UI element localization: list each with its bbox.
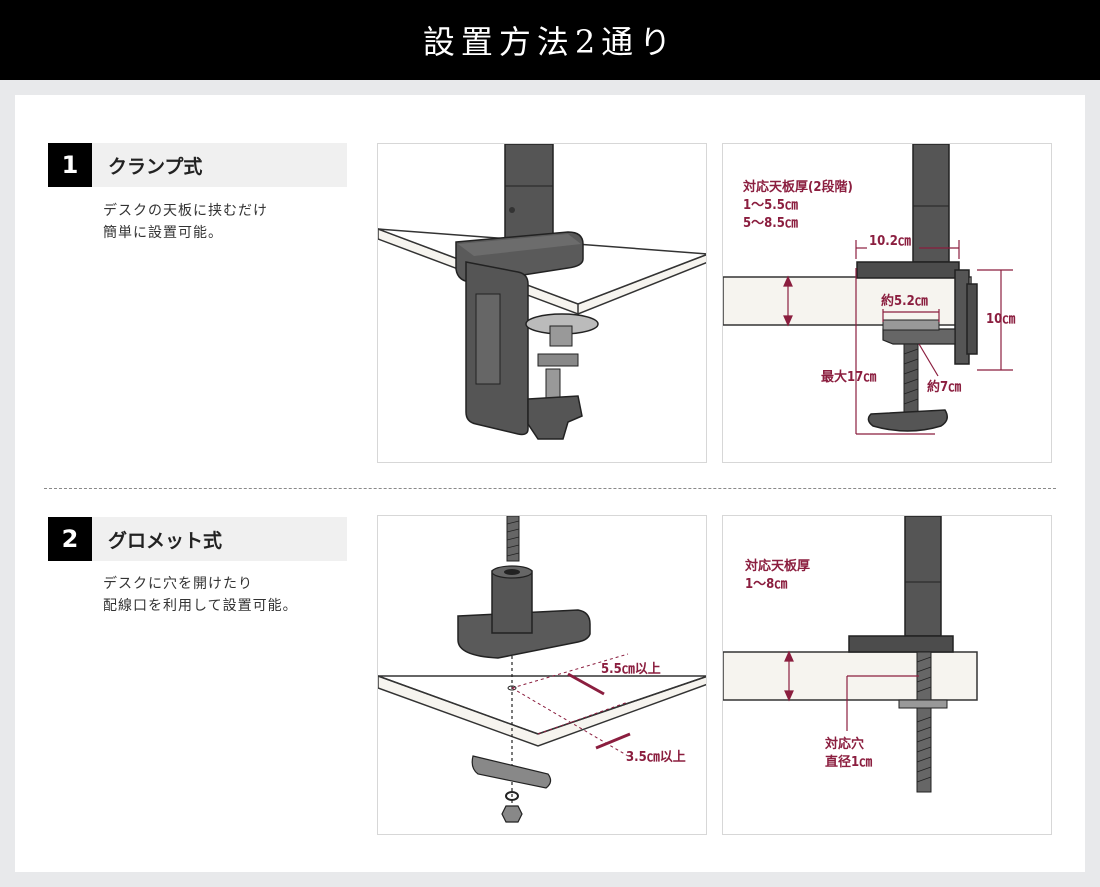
grommet-hole-title: 対応穴: [825, 737, 865, 752]
grommet-hole-size: 直径1㎝: [825, 755, 873, 770]
clamp-max-depth: 最大17㎝: [821, 370, 877, 385]
grommet-distance-side: 5.5㎝以上: [601, 662, 661, 677]
section-2-label: 2 グロメット式: [48, 517, 347, 561]
clamp-plate-width: 10.2㎝: [869, 234, 911, 249]
section-2-number: 2: [48, 517, 92, 561]
clamp-screw-length: 約7㎝: [927, 380, 962, 395]
clamp-illustration: [377, 143, 707, 463]
section-divider: [44, 488, 1056, 489]
page-title: 設置方法2通り: [422, 23, 678, 61]
grommet-distance-front: 3.5㎝以上: [626, 750, 686, 765]
section-2-desc-line2: 配線口を利用して設置可能。: [103, 598, 298, 614]
section-2-description: デスクに穴を開けたり 配線口を利用して設置可能。: [103, 573, 298, 617]
section-1-title: クランプ式: [108, 155, 203, 178]
section-1-label: 1 クランプ式: [48, 143, 347, 187]
section-2-title: グロメット式: [108, 529, 223, 552]
section-1-number: 1: [48, 143, 92, 187]
clamp-dimension-diagram: 対応天板厚(2段階) 1～5.5㎝ 5～8.5㎝ 10.2㎝ 約5.2㎝ 10㎝…: [722, 143, 1052, 463]
section-2-desc-line1: デスクに穴を開けたり: [103, 576, 253, 592]
section-1-desc-line2: 簡単に設置可能。: [103, 225, 223, 241]
grommet-dimension-diagram: 対応天板厚 1～8㎝ 対応穴 直径1㎝: [722, 515, 1052, 835]
grommet-illustration: 5.5㎝以上 3.5㎝以上: [377, 515, 707, 835]
grommet-thickness-title: 対応天板厚: [745, 559, 811, 574]
clamp-inner-width: 約5.2㎝: [881, 294, 928, 309]
clamp-thickness-title: 対応天板厚(2段階): [743, 180, 853, 195]
clamp-thickness-range-1: 1～5.5㎝: [743, 198, 798, 213]
clamp-thickness-range-2: 5～8.5㎝: [743, 216, 798, 231]
section-1-desc-line1: デスクの天板に挟むだけ: [103, 203, 268, 219]
page-header: 設置方法2通り: [0, 0, 1100, 80]
grommet-thickness-range: 1～8㎝: [745, 577, 788, 592]
clamp-height: 10㎝: [986, 312, 1016, 327]
section-1-description: デスクの天板に挟むだけ 簡単に設置可能。: [103, 200, 268, 244]
